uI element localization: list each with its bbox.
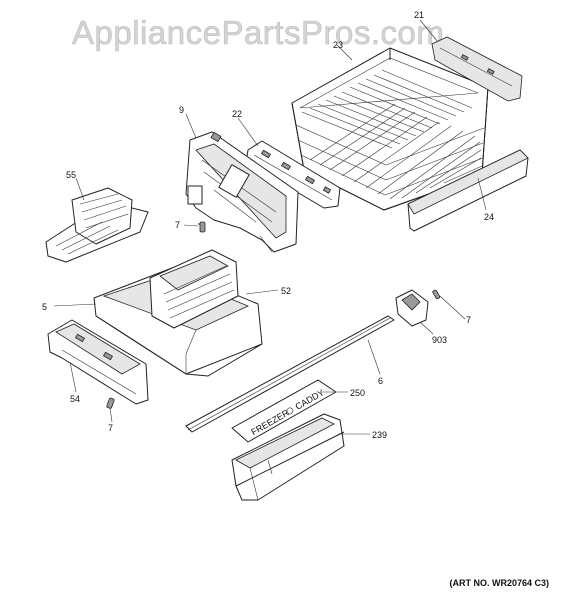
label-22: 22 bbox=[232, 109, 242, 119]
part-screw-7a[interactable] bbox=[198, 221, 206, 233]
part-insert-52[interactable] bbox=[149, 249, 239, 329]
label-23: 23 bbox=[333, 40, 343, 50]
watermark: AppliancePartsPros.com bbox=[72, 14, 445, 52]
label-21: 21 bbox=[414, 10, 424, 20]
label-7b: 7 bbox=[466, 315, 471, 325]
part-labels: 21 23 22 9 55 24 7 5 52 7 903 6 54 250 7… bbox=[42, 10, 494, 440]
label-7a: 7 bbox=[175, 220, 180, 230]
label-9: 9 bbox=[179, 105, 184, 115]
part-rod-6[interactable] bbox=[185, 315, 395, 433]
art-number: (ART NO. WR20764 C3) bbox=[449, 578, 549, 588]
part-bracket-9[interactable] bbox=[185, 131, 299, 253]
label-52: 52 bbox=[281, 286, 291, 296]
label-7c: 7 bbox=[108, 423, 113, 433]
label-55: 55 bbox=[66, 170, 76, 180]
label-250: 250 bbox=[350, 388, 365, 398]
part-front-panel-24[interactable] bbox=[407, 149, 529, 232]
part-caddy-bin-239[interactable] bbox=[231, 413, 345, 501]
part-screw-7c[interactable] bbox=[106, 397, 115, 409]
label-903: 903 bbox=[432, 335, 447, 345]
part-screw-7b[interactable] bbox=[432, 289, 441, 300]
part-grille-55[interactable] bbox=[45, 187, 149, 263]
part-clip-903[interactable] bbox=[395, 289, 429, 327]
label-239: 239 bbox=[372, 430, 387, 440]
leader-lines bbox=[53, 19, 487, 435]
label-6: 6 bbox=[378, 376, 383, 386]
basket-wire-grid bbox=[295, 69, 485, 200]
label-5: 5 bbox=[42, 302, 47, 312]
label-54: 54 bbox=[70, 394, 80, 404]
part-slide-54[interactable] bbox=[47, 319, 149, 405]
part-rail-21[interactable] bbox=[431, 36, 523, 102]
label-24: 24 bbox=[484, 212, 494, 222]
